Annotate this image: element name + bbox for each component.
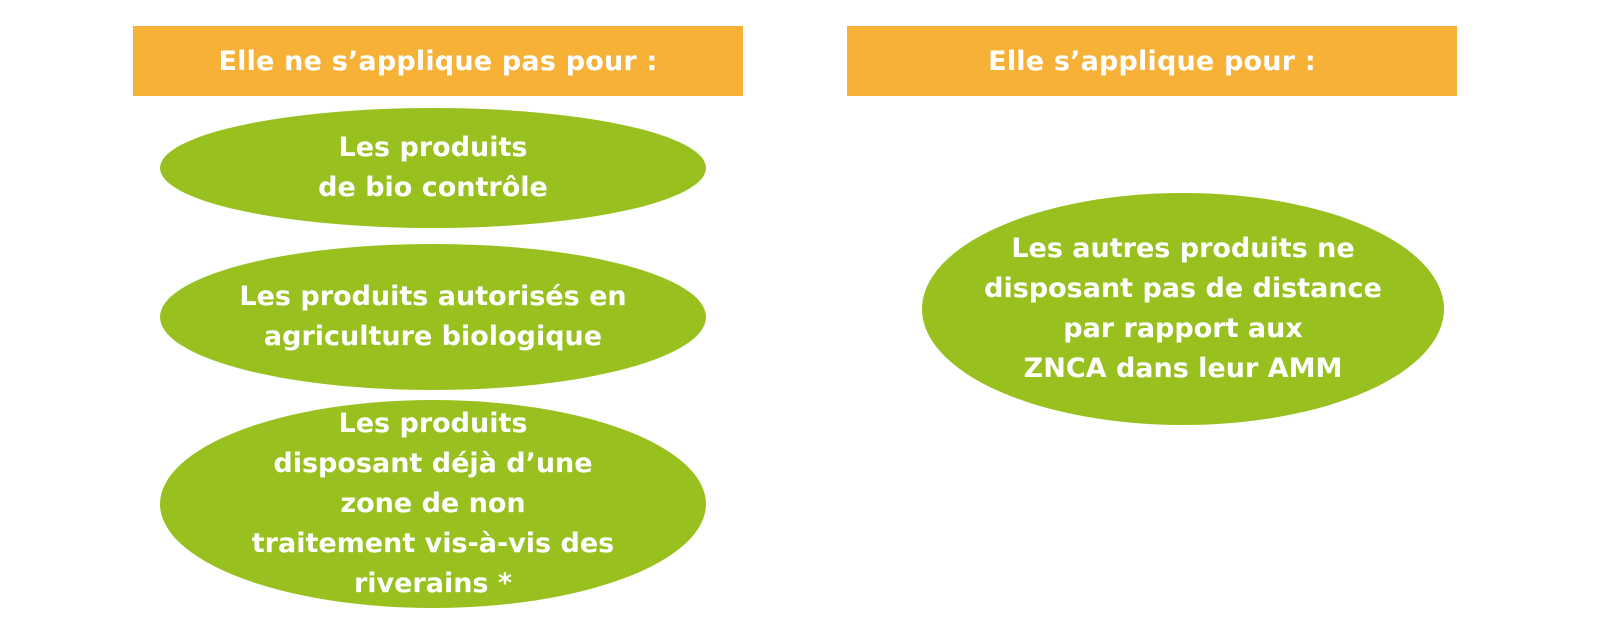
oval-existing-no-treatment-zone-products: Les produits disposant déjà d’une zone d… xyxy=(160,400,706,608)
oval-biocontrol-label: Les produits de bio contrôle xyxy=(318,132,548,203)
header-applicable: Elle s’applique pour : xyxy=(847,26,1457,96)
oval-organic-farming-label: Les produits autorisés en agriculture bi… xyxy=(239,281,627,352)
oval-existing-no-treatment-zone-label: Les produits disposant déjà d’une zone d… xyxy=(251,408,615,599)
oval-other-products: Les autres produits ne disposant pas de … xyxy=(922,193,1444,425)
header-not-applicable: Elle ne s’applique pas pour : xyxy=(133,26,743,96)
header-applicable-label: Elle s’applique pour : xyxy=(988,45,1316,77)
header-not-applicable-label: Elle ne s’applique pas pour : xyxy=(218,45,658,77)
oval-other-products-label: Les autres produits ne disposant pas de … xyxy=(984,233,1382,384)
oval-biocontrol-products: Les produits de bio contrôle xyxy=(160,108,706,228)
oval-organic-farming-products: Les produits autorisés en agriculture bi… xyxy=(160,244,706,390)
